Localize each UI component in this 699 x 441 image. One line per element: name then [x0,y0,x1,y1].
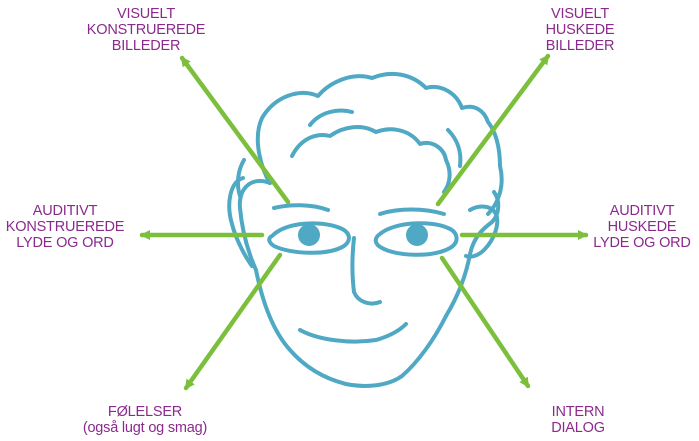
label-line: VISUELT [520,6,640,22]
label-line: INTERN [536,404,620,420]
label-line: (også lugt og smag) [60,420,230,436]
label-internal-dialog: INTERN DIALOG [536,404,620,436]
arrows [142,56,586,388]
hair-strand-right [448,130,460,166]
hair-outline [258,74,502,214]
arrow-down-right [442,258,528,386]
face-left-contour [240,181,446,386]
arrow-down-left [186,255,280,388]
mouth [300,324,406,342]
arrow-up-left [182,58,288,202]
label-line: LYDE OG ORD [586,235,698,251]
label-visual-constructed: VISUELT KONSTRUEREDE BILLEDER [76,6,216,54]
label-line: AUDITIVT [2,203,128,219]
right-pupil [406,224,428,246]
label-line: FØLELSER [60,404,230,420]
label-line: LYDE OG ORD [2,235,128,251]
label-visual-remembered: VISUELT HUSKEDE BILLEDER [520,6,640,54]
label-line: KONSTRUEREDE [76,22,216,38]
label-line: BILLEDER [520,38,640,54]
hair-inner-curl [292,127,450,192]
left-pupil [298,224,320,246]
label-feelings: FØLELSER (også lugt og smag) [60,404,230,436]
label-line: HUSKEDE [520,22,640,38]
left-eyebrow [274,205,328,210]
hair-strand [310,111,352,125]
label-line: BILLEDER [76,38,216,54]
arrow-up-right [438,56,548,204]
right-eyebrow [380,210,444,215]
label-line: DIALOG [536,420,620,436]
label-line: AUDITIVT [586,203,698,219]
label-line: KONSTRUEREDE [2,219,128,235]
label-line: HUSKEDE [586,219,698,235]
face-drawing [229,74,501,386]
label-line: VISUELT [76,6,216,22]
label-auditory-remembered: AUDITIVT HUSKEDE LYDE OG ORD [586,203,698,251]
nose [353,238,381,304]
label-auditory-constructed: AUDITIVT KONSTRUEREDE LYDE OG ORD [2,203,128,251]
